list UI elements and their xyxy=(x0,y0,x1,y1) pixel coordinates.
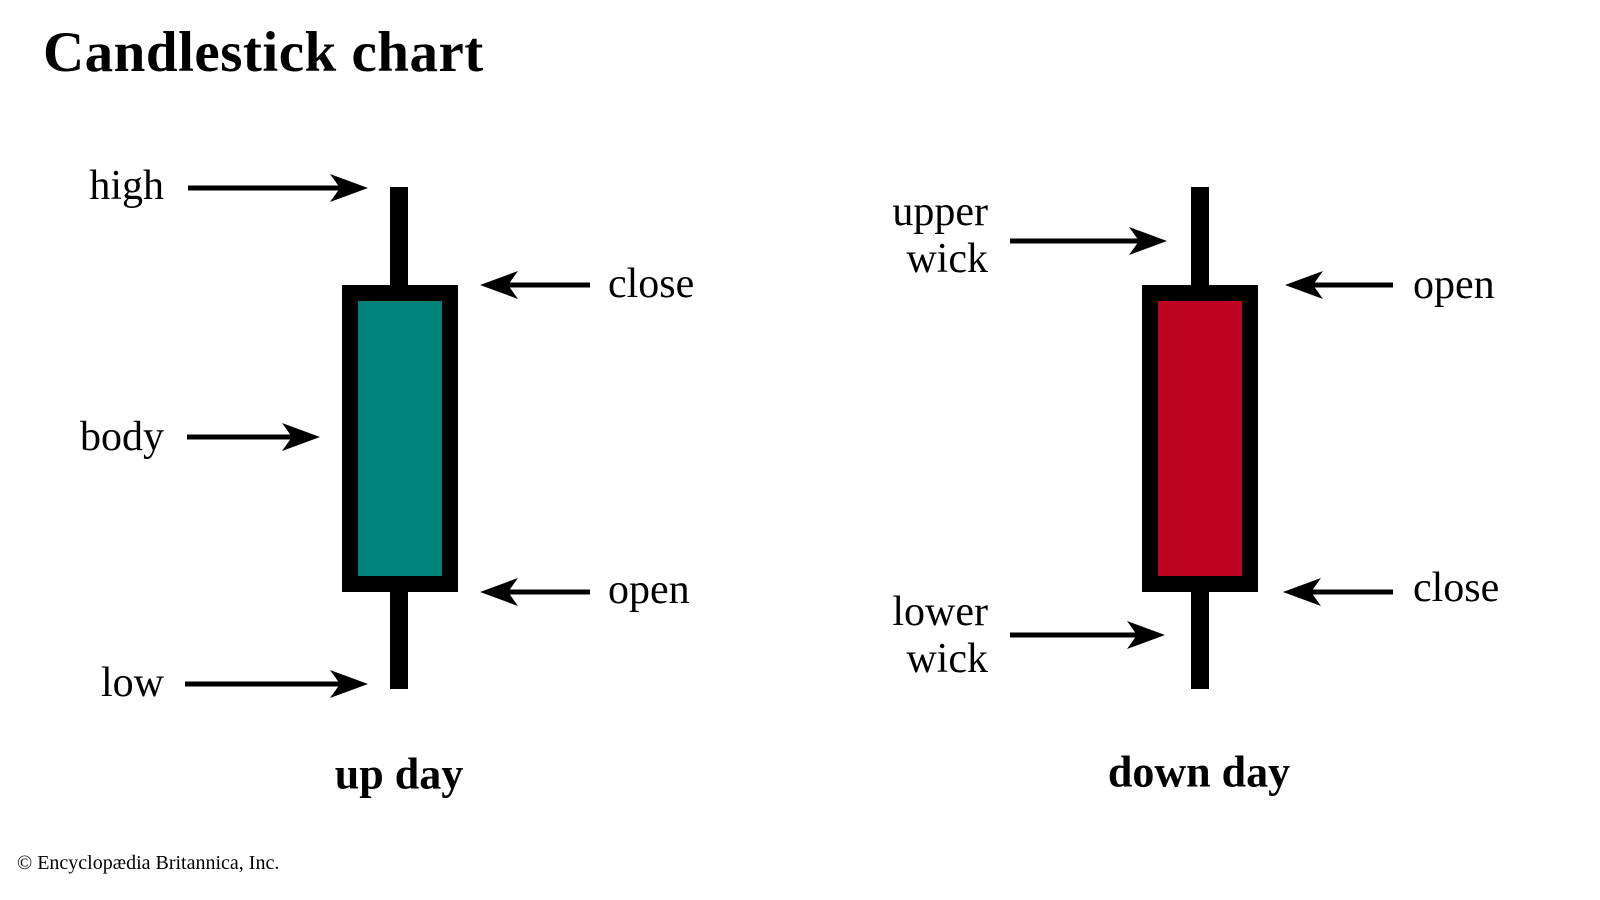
open-arrow-down xyxy=(1285,271,1393,299)
down-candle-lower-wick xyxy=(1191,592,1209,689)
down-day-caption: down day xyxy=(1107,747,1291,797)
close-arrow-up xyxy=(480,271,590,299)
open-label-up: open xyxy=(608,567,690,613)
page-title: Candlestick chart xyxy=(43,21,484,84)
down-candle-upper-wick xyxy=(1191,187,1209,285)
close-arrow-down xyxy=(1283,578,1393,606)
high-label: high xyxy=(89,163,164,209)
copyright-notice: © Encyclopædia Britannica, Inc. xyxy=(17,852,280,874)
upper-wick-label-line1: upper xyxy=(892,189,988,235)
lower-wick-arrow xyxy=(1010,621,1165,649)
close-label-down: close xyxy=(1413,565,1500,611)
body-arrow xyxy=(187,423,320,451)
lower-wick-label-line2: wick xyxy=(906,636,988,682)
close-label-up: close xyxy=(608,261,695,307)
up-candle-body xyxy=(342,285,458,592)
upper-wick-arrow xyxy=(1010,227,1167,255)
upper-wick-label: upper wick xyxy=(788,189,988,283)
high-arrow xyxy=(188,174,368,202)
upper-wick-label-line2: wick xyxy=(906,236,988,282)
open-label-down: open xyxy=(1413,262,1495,308)
low-arrow xyxy=(185,670,368,698)
up-day-caption: up day xyxy=(334,749,464,799)
open-arrow-up xyxy=(480,578,590,606)
lower-wick-label-line1: lower xyxy=(892,589,988,635)
down-candle-body xyxy=(1142,285,1258,592)
up-candle-lower-wick xyxy=(390,592,408,689)
up-candle-upper-wick xyxy=(390,187,408,285)
lower-wick-label: lower wick xyxy=(788,589,988,683)
body-label: body xyxy=(80,414,164,460)
low-label: low xyxy=(101,660,164,706)
